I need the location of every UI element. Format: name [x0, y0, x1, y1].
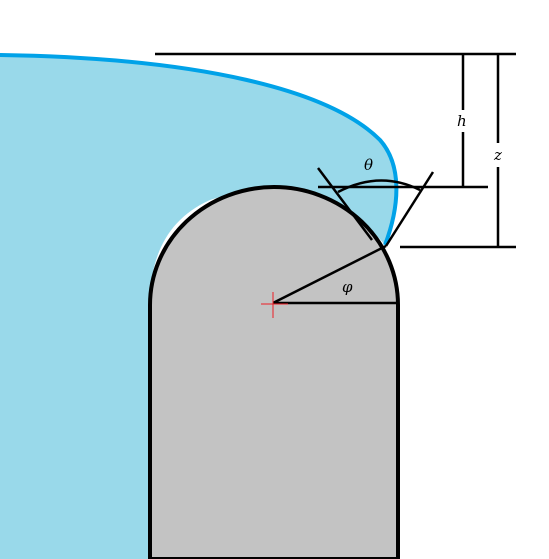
surface-tangent-line — [317, 167, 373, 241]
meniscus-curve — [0, 53, 399, 246]
liquid-region — [0, 55, 397, 559]
solid-rod — [148, 185, 400, 559]
theta-label: θ — [364, 156, 373, 174]
h-label: h — [457, 112, 467, 130]
reference-lines — [155, 52, 516, 305]
center-mark — [261, 292, 288, 318]
phi-label: φ — [342, 278, 353, 296]
contact-angle-arc — [337, 179, 421, 194]
z-label: z — [493, 146, 502, 164]
liquid-tangent-line — [384, 171, 435, 247]
radius-line — [272, 244, 387, 305]
